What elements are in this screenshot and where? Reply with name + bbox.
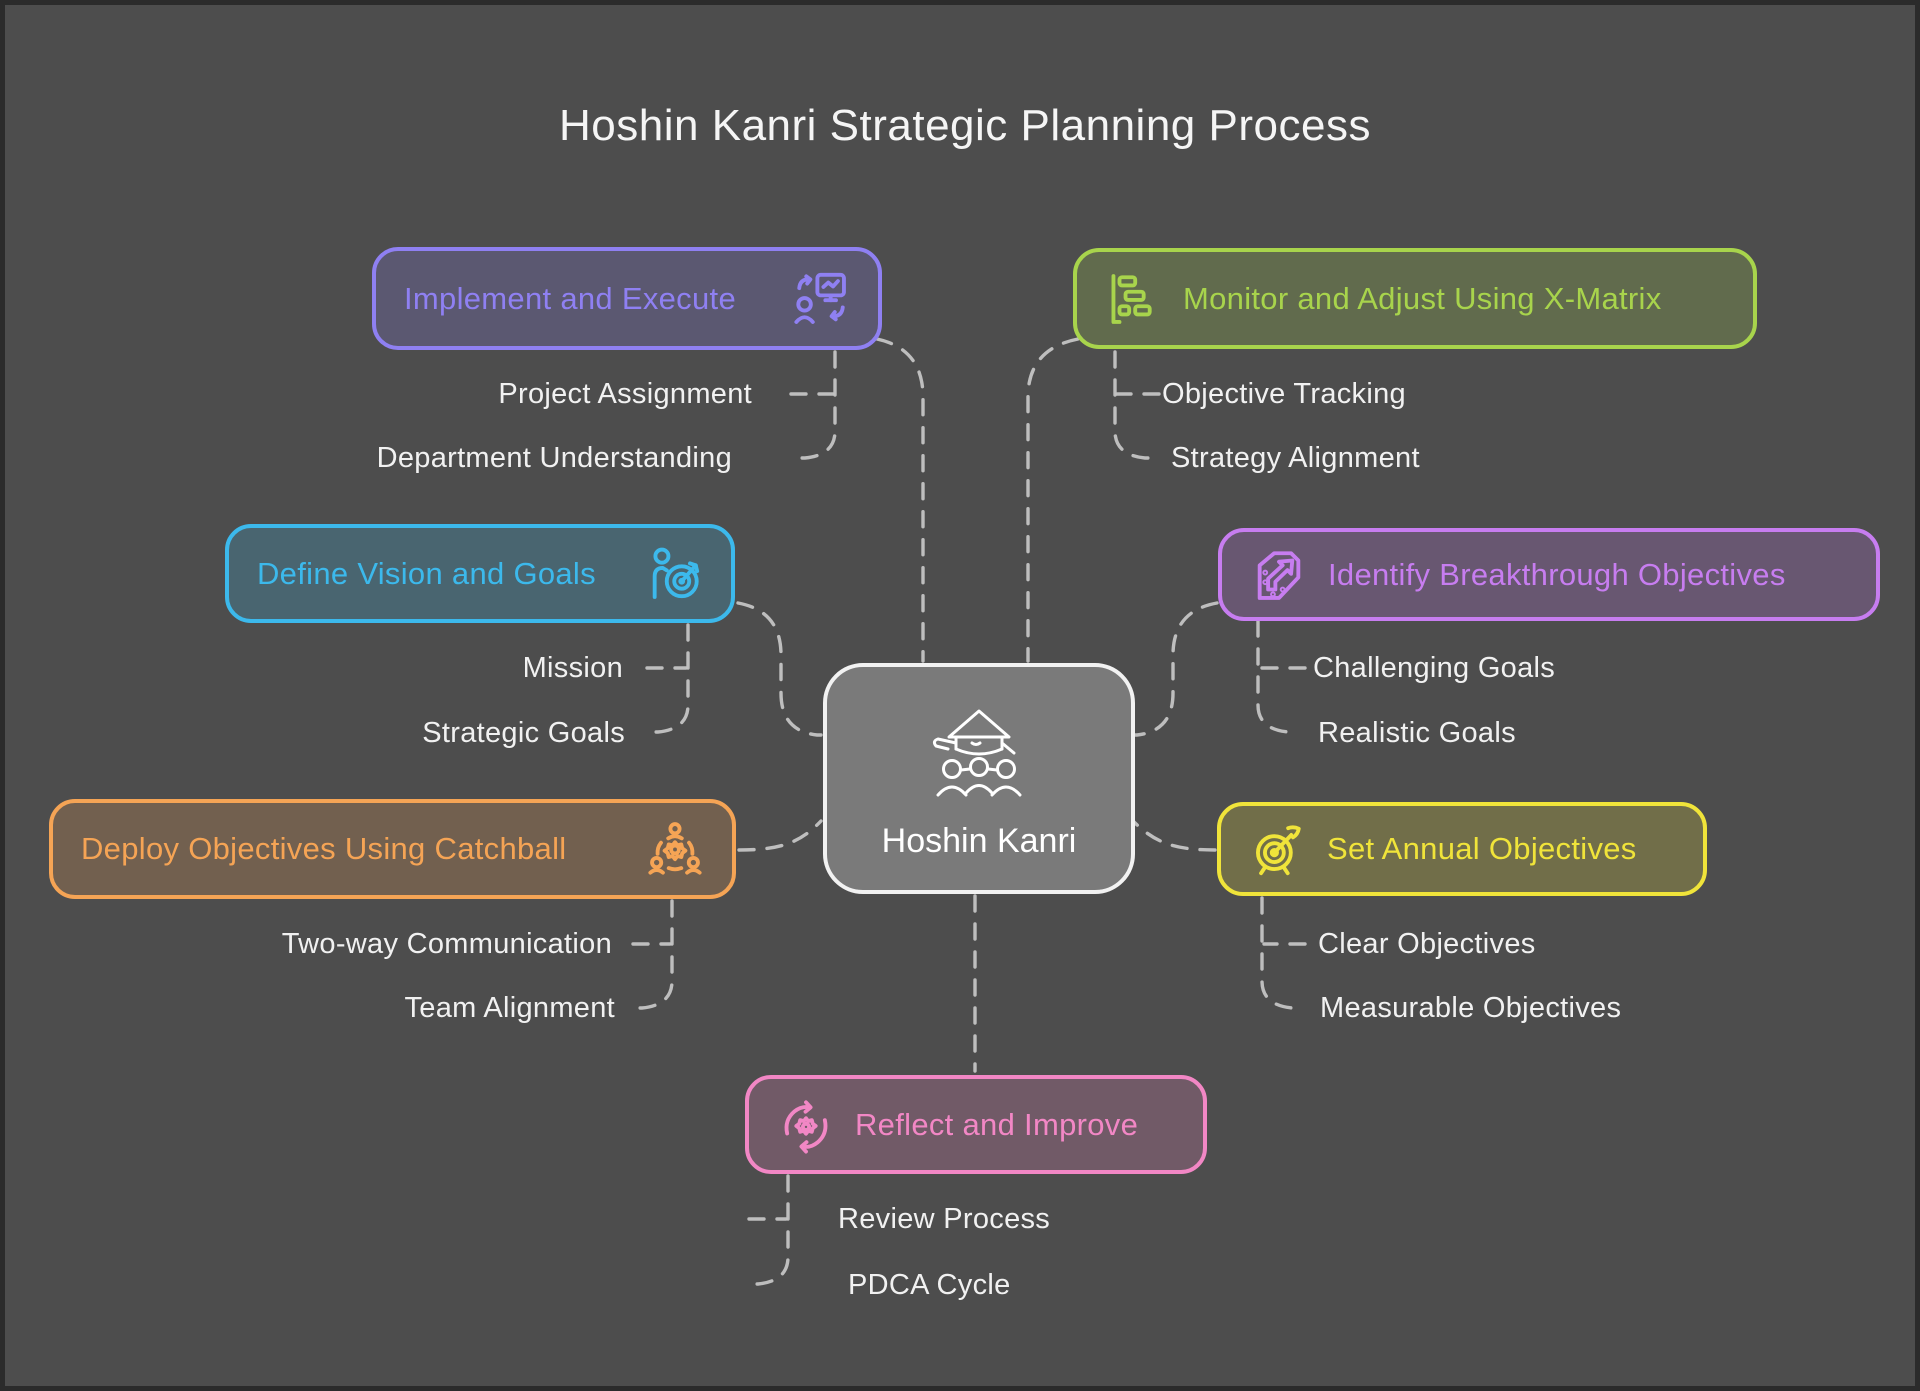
connector-implement-center (875, 337, 925, 663)
subitem-two-way-communication: Two-way Communication (281, 928, 612, 960)
subitem-challenging-goals: Challenging Goals (1313, 652, 1556, 684)
connector-layer (631, 337, 1307, 1286)
node-monitor-label: Monitor and Adjust Using X-Matrix (1183, 280, 1662, 316)
target-dart-icon (1249, 820, 1307, 878)
node-monitor-and-adjust: Monitor and Adjust Using X-Matrix (1073, 248, 1757, 349)
pagoda-people-icon (904, 697, 1054, 814)
node-hoshin-kanri-center: Hoshin Kanri (823, 663, 1135, 894)
node-set-annual-objectives: Set Annual Objectives (1217, 802, 1707, 896)
subitem-pdca-cycle: PDCA Cycle (848, 1269, 1011, 1301)
subitem-objective-tracking: Objective Tracking (1162, 378, 1406, 410)
subitem-clear-objectives: Clear Objectives (1318, 928, 1536, 960)
stem-reflect (749, 1174, 790, 1286)
subitem-realistic-goals: Realistic Goals (1318, 717, 1516, 749)
subitem-project-assignment: Project Assignment (498, 378, 752, 410)
stem-annual (1260, 896, 1301, 1010)
subitem-strategy-alignment: Strategy Alignment (1171, 442, 1420, 474)
node-reflect-label: Reflect and Improve (855, 1106, 1139, 1142)
node-deploy-label: Deploy Objectives Using Catchball (81, 831, 567, 866)
node-implement-and-execute: Implement and Execute (372, 247, 882, 350)
breakthrough-arrow-icon (1250, 546, 1308, 604)
node-identify-breakthrough: Identify Breakthrough Objectives (1218, 528, 1880, 621)
node-identify-label: Identify Breakthrough Objectives (1328, 556, 1786, 592)
stem-implement (795, 350, 837, 460)
connector-monitor-center (1026, 337, 1080, 663)
subitem-mission: Mission (522, 652, 623, 684)
subitem-measurable-objectives: Measurable Objectives (1320, 992, 1622, 1024)
subitem-team-alignment: Team Alignment (404, 992, 615, 1024)
stem-identify (1256, 619, 1297, 734)
stem-monitor (1113, 350, 1155, 460)
subitem-department-understanding: Department Understanding (376, 442, 732, 474)
connector-annual-center (1131, 819, 1217, 852)
implement-execute-icon (792, 270, 850, 328)
center-label: Hoshin Kanri (881, 821, 1077, 860)
person-target-icon (645, 545, 703, 603)
node-reflect-and-improve: Reflect and Improve (745, 1075, 1207, 1174)
node-annual-label: Set Annual Objectives (1327, 831, 1637, 866)
subitem-review-process: Review Process (838, 1203, 1051, 1235)
node-deploy-catchball: Deploy Objectives Using Catchball (49, 799, 736, 899)
pdca-cycle-gear-icon (777, 1096, 835, 1154)
stem-deploy (633, 899, 674, 1010)
x-matrix-chart-icon (1105, 270, 1163, 328)
stem-vision (649, 623, 690, 734)
connector-deploy-center (737, 819, 823, 852)
subitem-strategic-goals: Strategic Goals (422, 717, 625, 749)
connector-vision-center (736, 601, 823, 737)
catchball-people-icon (646, 820, 704, 878)
node-implement-label: Implement and Execute (404, 280, 736, 316)
page-title: Hoshin Kanri Strategic Planning Process (559, 101, 1371, 150)
node-vision-label: Define Vision and Goals (257, 555, 596, 591)
connector-identify-center (1131, 601, 1219, 737)
node-define-vision-goals: Define Vision and Goals (225, 524, 735, 623)
